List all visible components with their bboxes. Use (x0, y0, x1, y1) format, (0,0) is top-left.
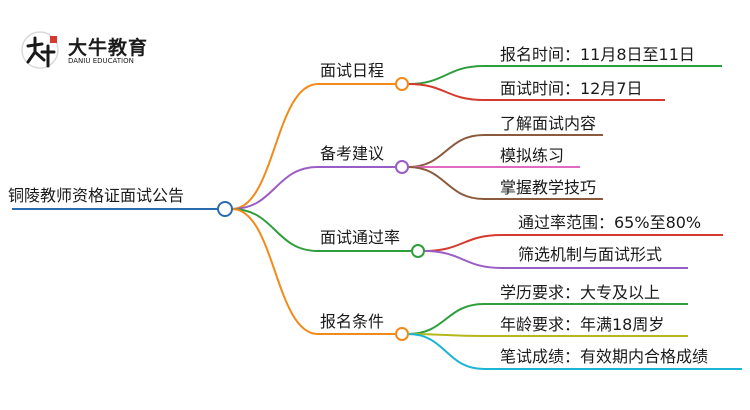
leaf-connector (407, 166, 485, 200)
branch-node-circle (411, 244, 425, 258)
leaf-label: 面试时间：12月7日 (500, 79, 643, 98)
leaf-connector (407, 303, 485, 335)
logo-mark (21, 31, 59, 69)
leaf-label: 模拟练习 (500, 146, 565, 165)
leaf-label: 报名时间：11月8日至11日 (500, 45, 695, 64)
logo-name: 大牛教育 (68, 37, 149, 59)
branch-label-4: 报名条件 (320, 312, 385, 331)
branch-connector (231, 208, 319, 335)
leaf-label: 笔试成绩：有效期内合格成绩 (500, 347, 709, 366)
branch-node-circle (395, 160, 409, 174)
leaf-label: 筛选机制与面试形式 (518, 245, 663, 264)
logo-name-en: DANIU EDUCATION (68, 57, 134, 65)
leaf-label: 了解面试内容 (500, 114, 597, 133)
leaf-connector (407, 333, 485, 370)
brand-logo: 大牛教育 DANIU EDUCATION (20, 30, 150, 70)
leaf-connector (407, 134, 485, 168)
leaf-connector (423, 250, 503, 269)
branch-connector (231, 166, 319, 210)
leaf-label: 通过率范围：65%至80% (518, 213, 702, 232)
root-label: 铜陵教师资格证面试公告 (8, 186, 185, 205)
leaf-label: 学历要求：大专及以上 (500, 283, 661, 302)
leaf-label: 掌握教学技巧 (500, 178, 597, 197)
leaf-connector (407, 65, 485, 85)
leaf-connector (407, 83, 485, 101)
branch-connector (231, 208, 319, 252)
branch-label-1: 面试日程 (320, 61, 385, 80)
branch-node-circle (395, 327, 409, 341)
branch-node-circle (395, 77, 409, 91)
leaf-label: 年龄要求：年满18周岁 (500, 315, 665, 334)
branch-label-2: 备考建议 (320, 144, 385, 163)
branch-connector (231, 83, 319, 210)
leaf-connector (423, 234, 503, 252)
root-node-circle (217, 201, 233, 217)
branch-label-3: 面试通过率 (320, 228, 401, 247)
